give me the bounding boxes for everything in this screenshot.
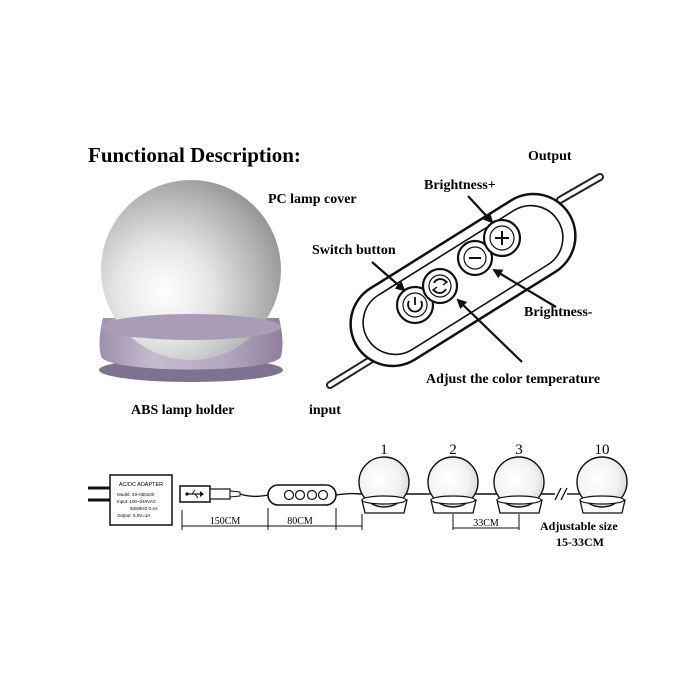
- page-title: Functional Description:: [88, 143, 301, 167]
- arrow-brightness-plus: [467, 195, 494, 224]
- bulb-1: [358, 456, 410, 514]
- label-abs-lamp-holder: ABS lamp holder: [131, 403, 234, 418]
- cycle-icon: [431, 278, 449, 294]
- adapter-model: Model: XX-050100: [117, 492, 155, 497]
- bulb-3: [493, 456, 545, 514]
- brightness-plus-button[interactable]: [482, 218, 522, 258]
- label-pc-lamp-cover: PC lamp cover: [268, 192, 357, 207]
- arrow-color-temperature: [456, 298, 523, 363]
- bulb-number: 2: [449, 442, 457, 458]
- adapter-box: [109, 474, 173, 526]
- color-temperature-button[interactable]: [421, 267, 459, 305]
- adjustable-size-range: 15-33CM: [556, 535, 604, 549]
- dimension-150: 150CM: [181, 508, 269, 530]
- bulb-number: 3: [515, 442, 523, 458]
- adjustable-size-label: Adjustable size: [540, 519, 618, 533]
- label-switch-button: Switch button: [312, 243, 396, 258]
- power-button[interactable]: [395, 285, 435, 325]
- label-output: Output: [528, 149, 572, 164]
- callout-arrows: [371, 195, 557, 363]
- remote-controller: [326, 173, 604, 389]
- dimension-label-33: 33CM: [473, 518, 499, 529]
- adapter-input: Input: 100~240VAC: [117, 499, 157, 504]
- label-input: input: [309, 403, 341, 418]
- bulb-number: 10: [595, 442, 610, 458]
- brightness-minus-button[interactable]: [456, 239, 494, 277]
- bulb-number: 1: [380, 442, 388, 458]
- wiring-diagram: AC/DC ADAPTER Model: XX-050100 Input: 10…: [88, 442, 628, 549]
- usb-icon: [185, 489, 204, 499]
- adapter-freq: 50/60HZ 0.4A: [130, 506, 158, 511]
- label-adjust-color-temperature: Adjust the color temperature: [426, 372, 600, 387]
- lamp-globe: [101, 180, 281, 360]
- dimension-label-80: 80CM: [287, 516, 313, 527]
- lamp-holder-rim: [101, 314, 281, 340]
- dimension-33: 33CM: [452, 514, 520, 530]
- bulb-2: [427, 456, 479, 514]
- adapter-output: Output: 5.0V=1A: [117, 513, 150, 518]
- adapter-title: AC/DC ADAPTER: [119, 482, 163, 488]
- label-brightness-plus: Brightness+: [424, 178, 496, 193]
- power-icon: [407, 297, 423, 313]
- bulb-10: [576, 456, 628, 514]
- plus-icon: [495, 231, 509, 245]
- label-brightness-minus: Brightness-: [524, 305, 593, 320]
- dimension-label-150: 150CM: [210, 516, 241, 527]
- lamp-illustration: [99, 180, 283, 382]
- dimension-80: 80CM: [268, 508, 363, 530]
- arrow-switch-button: [371, 261, 406, 292]
- arrow-brightness-minus: [492, 268, 557, 308]
